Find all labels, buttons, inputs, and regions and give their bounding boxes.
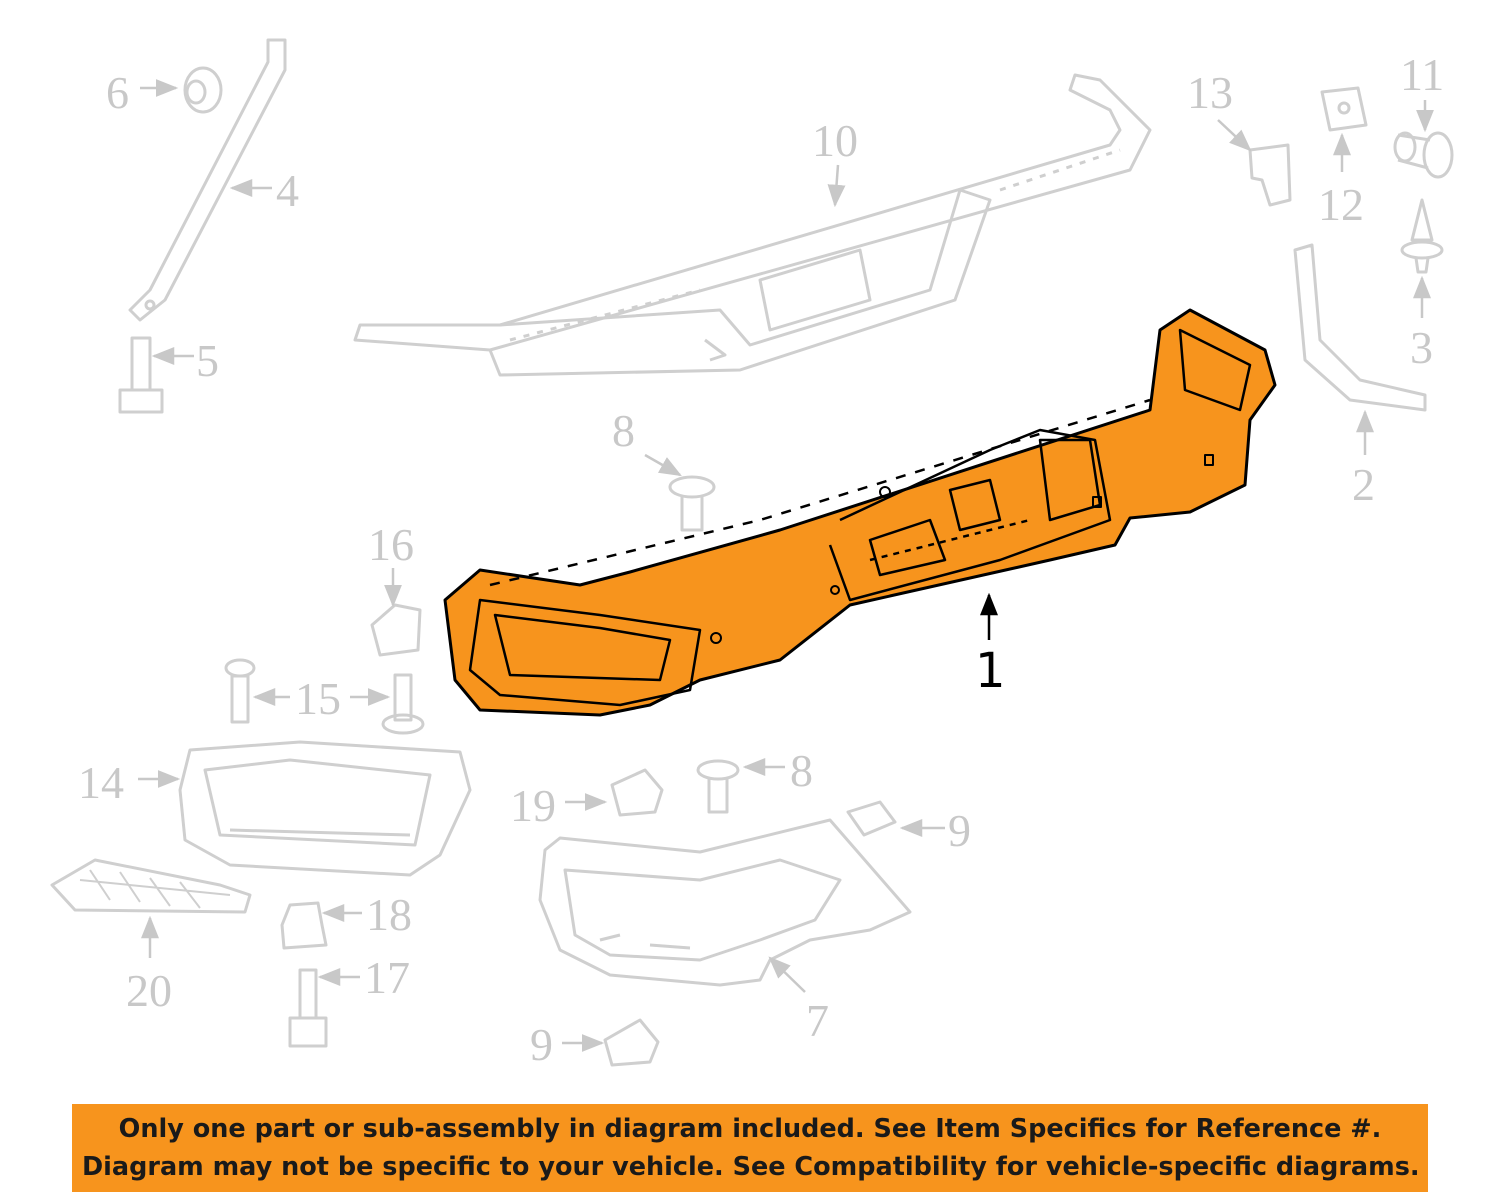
bolt-part-8-upper (668, 475, 716, 532)
rear-bumper-part-1 (443, 308, 1277, 717)
callout-17: 17 (364, 952, 410, 1003)
disclaimer-line-2: Diagram may not be specific to your vehi… (82, 1152, 1420, 1182)
callout-12: 12 (1318, 179, 1364, 230)
trim-strip-part-2 (1293, 243, 1427, 412)
callout-10: 10 (812, 115, 858, 166)
callout-9-upper: 9 (948, 805, 971, 856)
clip-part-13 (1248, 143, 1292, 207)
bracket-part-4 (128, 38, 287, 322)
bracket-part-7 (538, 818, 912, 987)
callout-3: 3 (1410, 322, 1433, 373)
bolt-part-5 (118, 336, 164, 414)
nut-part-18 (280, 901, 328, 950)
callout-18: 18 (366, 889, 412, 940)
disclaimer-line-1: Only one part or sub-assembly in diagram… (118, 1114, 1382, 1144)
clip-part-16 (370, 603, 422, 657)
clip-part-9-lower (603, 1018, 660, 1067)
step-pad-part-10 (353, 73, 1152, 377)
callout-19: 19 (510, 780, 556, 831)
callout-8-upper: 8 (612, 405, 635, 456)
callout-2: 2 (1352, 459, 1375, 510)
callout-1: 1 (975, 643, 1006, 699)
callout-4: 4 (276, 165, 299, 216)
bumper-end-part-14 (178, 740, 472, 877)
clip-part-12 (1320, 86, 1368, 132)
callout-7: 7 (806, 995, 829, 1046)
clip-part-9-upper (846, 800, 897, 837)
pad-part-20 (50, 858, 252, 914)
disclaimer-banner: Only one part or sub-assembly in diagram… (72, 1104, 1428, 1192)
clip-part-19 (610, 768, 664, 817)
callout-11: 11 (1400, 49, 1445, 100)
callout-5: 5 (196, 335, 219, 386)
callout-6: 6 (106, 67, 129, 118)
nut-part-6 (183, 66, 223, 114)
grommet-part-11 (1393, 131, 1454, 179)
callout-9-lower: 9 (530, 1019, 553, 1070)
callout-15: 15 (295, 673, 341, 724)
push-pin-part-3 (1400, 198, 1444, 274)
callout-20: 20 (126, 965, 172, 1016)
bolt-part-8-lower (696, 759, 740, 814)
bolts-part-15 (224, 658, 425, 735)
parts-diagram (50, 38, 1454, 1067)
callout-8-lower: 8 (790, 745, 813, 796)
bolt-part-17 (288, 968, 328, 1048)
callout-13: 13 (1187, 67, 1233, 118)
callout-16: 16 (368, 519, 414, 570)
callout-14: 14 (78, 757, 124, 808)
